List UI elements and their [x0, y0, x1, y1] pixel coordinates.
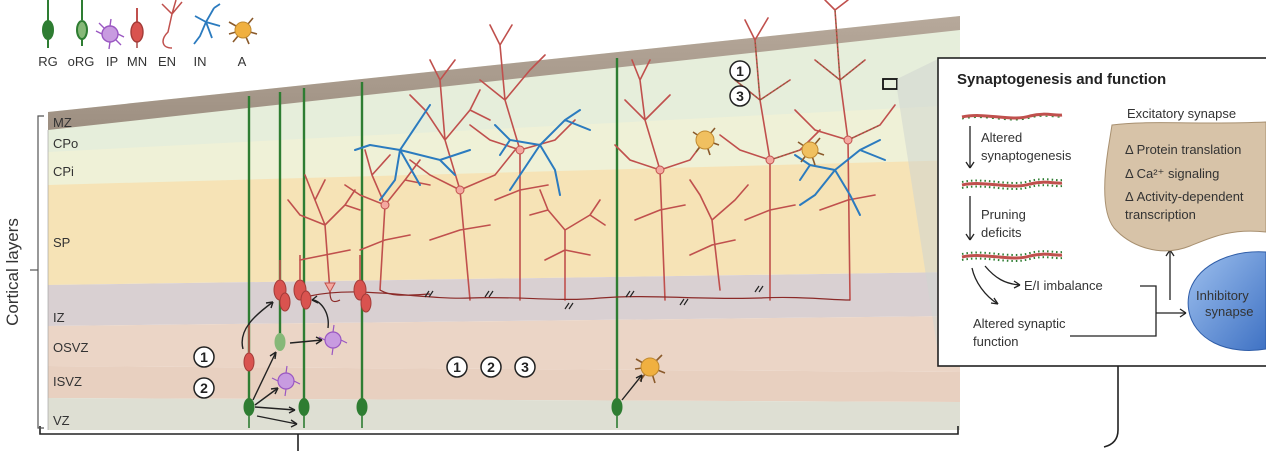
pruning-deficits-label: Pruning [981, 207, 1026, 222]
legend-label-en: EN [158, 54, 176, 69]
layer-label-cpi: CPi [53, 164, 74, 179]
astrocyte-cell [641, 358, 659, 376]
synaptogenesis-panel: Synaptogenesis and function Altered syn [938, 58, 1266, 366]
legend: RG oRG IP MN EN IN A [38, 0, 257, 69]
legend-label-org: oRG [68, 54, 95, 69]
rg-cell [299, 398, 310, 416]
ip-cell [278, 373, 294, 389]
outer-radial-glia-icon [77, 0, 87, 46]
panel-title: Synaptogenesis and function [957, 71, 1166, 88]
excitatory-neuron-icon [162, 0, 182, 48]
excitatory-item-2: Δ Ca²⁺ signaling [1125, 166, 1219, 181]
layer-vz-band [48, 398, 960, 430]
layer-label-cpo: CPo [53, 136, 78, 151]
marker-number: 3 [521, 359, 529, 375]
mn-cell [361, 294, 371, 312]
layer-isvz-band [48, 366, 960, 402]
layer-label-iz: IZ [53, 310, 65, 325]
marker-group-middle: 1 2 3 [447, 357, 535, 377]
layer-label-mz: MZ [53, 115, 72, 130]
layer-label-vz: VZ [53, 413, 70, 428]
rg-cell [244, 398, 255, 416]
ip-cell [325, 332, 341, 348]
legend-label-a: A [238, 54, 247, 69]
interneuron-icon [194, 4, 220, 44]
ei-imbalance-label: E/I imbalance [1024, 278, 1103, 293]
layer-label-sp: SP [53, 235, 70, 250]
altered-function-label-2: function [973, 334, 1019, 349]
rg-cell [612, 398, 623, 416]
mn-cell [280, 293, 290, 311]
altered-synaptogenesis-label-2: synaptogenesis [981, 148, 1072, 163]
marker-number: 1 [453, 359, 461, 375]
migrating-neuron-icon [131, 8, 143, 48]
mn-cell [244, 353, 254, 371]
layer-label-osvz: OSVZ [53, 340, 88, 355]
pruning-deficits-label-2: deficits [981, 225, 1022, 240]
inhibitory-synapse-label-2: synapse [1205, 304, 1253, 319]
excitatory-item-1: Δ Protein translation [1125, 142, 1241, 157]
marker-number: 3 [736, 88, 744, 104]
cortical-layers-bracket [30, 116, 44, 428]
excitatory-synapse-title: Excitatory synapse [1127, 106, 1236, 121]
radial-glia-icon [43, 0, 53, 48]
legend-label-rg: RG [38, 54, 58, 69]
marker-number: 2 [200, 380, 208, 396]
astrocyte-cell [802, 142, 818, 158]
axis-title: Cortical layers [3, 218, 22, 326]
altered-synaptogenesis-label: Altered [981, 130, 1022, 145]
astrocyte-icon [229, 18, 257, 44]
astrocyte-cell [696, 131, 714, 149]
legend-label-ip: IP [106, 54, 118, 69]
cortical-layers [48, 16, 960, 430]
marker-number: 1 [200, 349, 208, 365]
intermediate-progenitor-icon [96, 19, 124, 49]
inhibitory-synapse-label: Inhibitory [1196, 288, 1249, 303]
rg-cell [357, 398, 368, 416]
excitatory-item-4: transcription [1125, 207, 1196, 222]
altered-function-label: Altered synaptic [973, 316, 1066, 331]
mn-cell [301, 291, 311, 309]
layer-label-isvz: ISVZ [53, 374, 82, 389]
legend-label-mn: MN [127, 54, 147, 69]
marker-number: 2 [487, 359, 495, 375]
excitatory-item-3: Δ Activity-dependent [1125, 189, 1244, 204]
panel-bracket [1104, 366, 1118, 447]
org-cell [275, 333, 286, 351]
marker-number: 1 [736, 63, 744, 79]
legend-label-in: IN [194, 54, 207, 69]
